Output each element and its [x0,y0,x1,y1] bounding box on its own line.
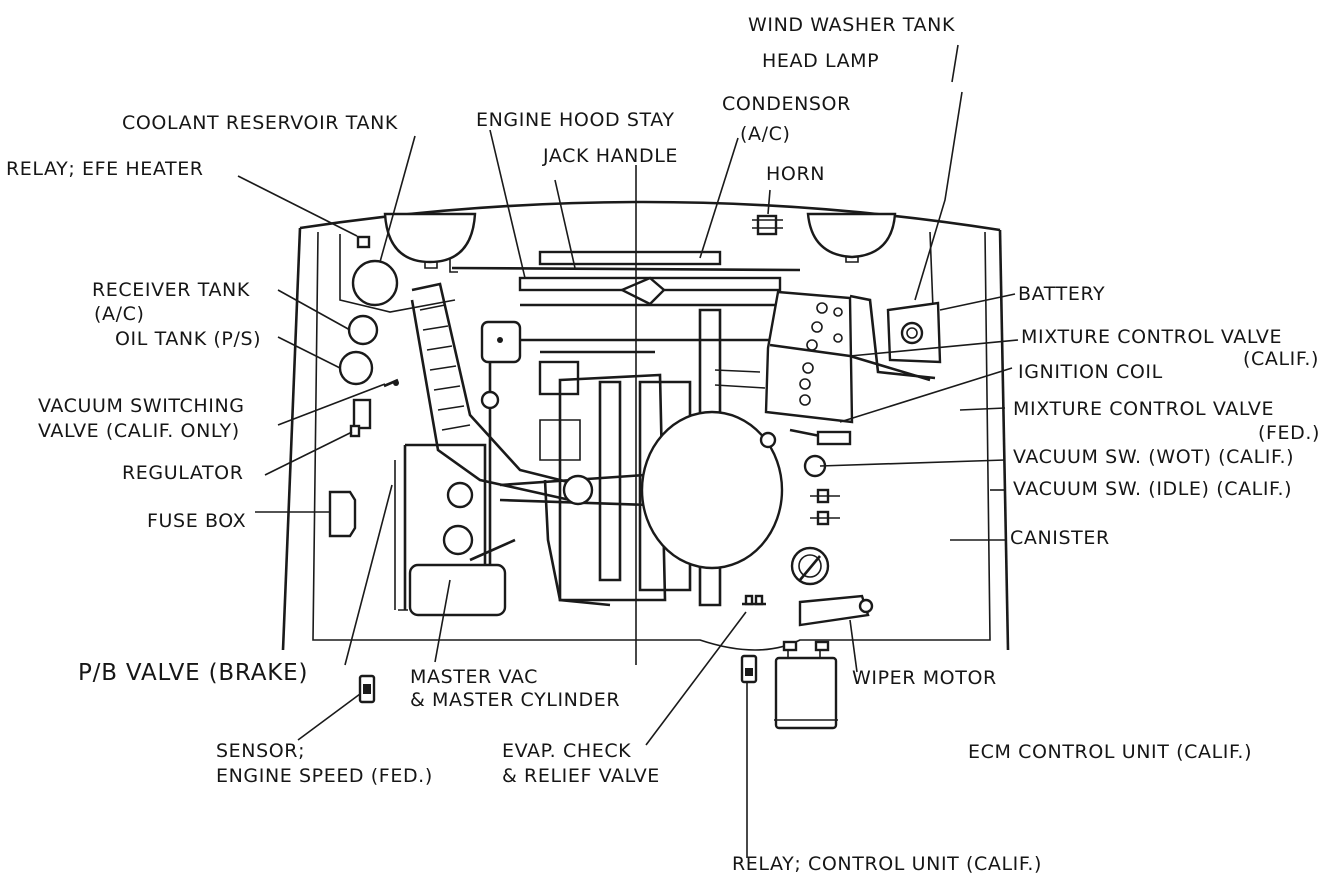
label-vacuum-sw-wot: VACUUM SW. (WOT) (CALIF.) [1013,446,1294,468]
leader-lines [237,44,1019,858]
label-ignition-coil: IGNITION COIL [1018,361,1163,383]
jack-handle [538,250,722,266]
efe-heater-relay [356,235,371,249]
label-master-cylinder: & MASTER CYLINDER [410,689,620,711]
battery [849,294,942,380]
label-receiver-tank: RECEIVER TANK [92,279,250,301]
label-condensor: CONDENSOR [722,93,851,115]
label-ecm-control-unit: ECM CONTROL UNIT (CALIF.) [968,741,1252,763]
label-relay-control-unit: RELAY; CONTROL UNIT (CALIF.) [732,853,1042,875]
relay-control-unit [740,654,758,684]
vacuum-switching-valve [383,378,399,388]
label-relief-valve: & RELIEF VALVE [502,765,660,787]
label-fuse-box: FUSE BOX [147,510,246,532]
label-engine-speed: ENGINE SPEED (FED.) [216,765,433,787]
label-coolant-reservoir-tank: COOLANT RESERVOIR TANK [122,112,398,134]
label-mixture-control-valve-calif: MIXTURE CONTROL VALVE [1021,326,1282,348]
ecm-control-unit [774,640,838,730]
canister [790,546,830,586]
head-lamp-left [383,212,477,269]
distributor [480,320,655,396]
label-master-vac: MASTER VAC [410,666,538,688]
ignition-coil [759,428,852,449]
regulator [349,398,372,438]
label-relay-efe-heater: RELAY; EFE HEATER [6,158,204,180]
radiator-hose [410,282,581,502]
label-jack-handle: JACK HANDLE [542,145,678,167]
label-regulator: REGULATOR [122,462,244,484]
oil-tank [338,350,374,386]
engine-speed-sensor [358,674,376,704]
label-mixture-control-valve-fed: MIXTURE CONTROL VALVE [1013,398,1274,420]
receiver-tank [347,314,379,346]
label-pb-valve: P/B VALVE (BRAKE) [78,660,308,686]
wiper-motor [798,594,874,627]
label-engine-hood-stay: ENGINE HOOD STAY [476,109,675,131]
horn [752,214,783,236]
vacuum-switch-idle [810,488,840,526]
label-mixture-fed-suffix: (FED.) [1258,422,1320,444]
label-receiver-tank-ac: (A/C) [94,303,145,325]
evap-check-relief-valve [742,594,766,606]
label-evap-check: EVAP. CHECK [502,740,631,762]
master-vac-master-cylinder [394,443,516,617]
fuse-box [328,490,357,538]
label-head-lamp: HEAD LAMP [762,50,879,72]
label-vacuum-switching-valve: VACUUM SWITCHING [38,395,245,417]
coolant-reservoir-tank [351,259,399,307]
mixture-control-valve-block [764,290,931,424]
label-canister: CANISTER [1010,527,1110,549]
dipstick-cap [480,390,500,410]
label-mixture-calif-suffix: (CALIF.) [1243,348,1319,370]
label-horn: HORN [766,163,825,185]
engine-hood-stay [449,258,801,306]
label-vacuum-sw-idle: VACUUM SW. (IDLE) (CALIF.) [1013,478,1292,500]
label-oil-tank: OIL TANK (P/S) [115,328,261,350]
label-battery: BATTERY [1018,283,1105,305]
label-wind-washer-tank: WIND WASHER TANK [748,14,955,36]
label-sensor: SENSOR; [216,740,305,762]
callout-labels: WIND WASHER TANK HEAD LAMP CONDENSOR (A/… [6,14,1320,875]
engine-bay-outline [281,200,1010,651]
air-cleaner [499,410,784,570]
label-condensor-ac: (A/C) [740,123,791,145]
label-vacuum-switching-valve-calif: VALVE (CALIF. ONLY) [38,420,240,442]
head-lamp-right [806,212,897,263]
label-wiper-motor: WIPER MOTOR [852,667,997,689]
